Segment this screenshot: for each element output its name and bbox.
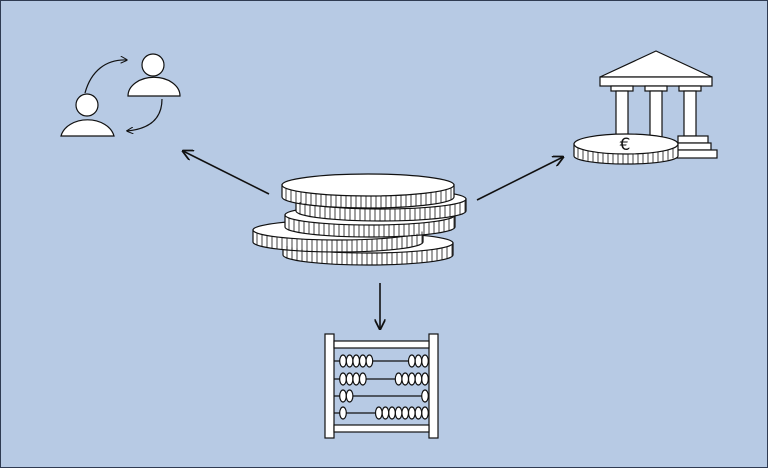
person-icon	[60, 93, 115, 137]
abacus-bead	[339, 389, 347, 403]
abacus-bead	[352, 372, 361, 386]
abacus-bead	[407, 406, 416, 420]
abacus-bead	[401, 406, 410, 420]
abacus-icon	[324, 333, 439, 439]
abacus-rods	[334, 354, 429, 420]
abacus-bead	[421, 406, 429, 420]
abacus-frame-bottom	[333, 424, 430, 433]
abacus-frame-top	[333, 340, 430, 349]
person-icon	[127, 53, 181, 97]
bank-building-icon	[599, 50, 718, 159]
arrow-to-people	[183, 151, 270, 195]
coin-stack-icon	[252, 173, 467, 266]
abacus-bead	[339, 406, 347, 420]
abacus-bead	[352, 354, 361, 368]
abacus-bead	[374, 406, 383, 420]
abacus-bead	[414, 372, 423, 386]
abacus-bead	[414, 354, 423, 368]
abacus-bead	[358, 354, 367, 368]
coin	[281, 173, 455, 209]
euro-symbol: €	[620, 135, 631, 155]
abacus-bead	[421, 372, 429, 386]
abacus-bead	[407, 372, 416, 386]
abacus-bead	[339, 372, 347, 386]
abacus-bead	[388, 406, 396, 420]
exchange-arrow-icon	[127, 98, 163, 131]
abacus-bead	[381, 406, 390, 420]
abacus-bead	[339, 354, 347, 368]
people-exchange-icon	[60, 53, 181, 137]
euro-coin-icon	[573, 133, 679, 165]
abacus-bead	[421, 389, 429, 403]
exchange-arrow-icon	[84, 60, 127, 94]
abacus-bead	[365, 354, 374, 368]
abacus-bead	[394, 406, 403, 420]
abacus-bead	[345, 389, 354, 403]
abacus-bead	[407, 354, 416, 368]
abacus-bead	[358, 372, 367, 386]
bank-euro-coin-icon	[573, 50, 718, 165]
abacus-bead	[414, 406, 423, 420]
abacus-bead	[345, 354, 354, 368]
arrow-to-bank	[476, 157, 563, 201]
abacus-frame-left	[324, 333, 335, 439]
abacus-frame-right	[428, 333, 439, 439]
abacus-bead	[394, 372, 403, 386]
abacus-bead	[345, 372, 354, 386]
abacus-bead	[401, 372, 410, 386]
abacus-bead	[421, 354, 429, 368]
